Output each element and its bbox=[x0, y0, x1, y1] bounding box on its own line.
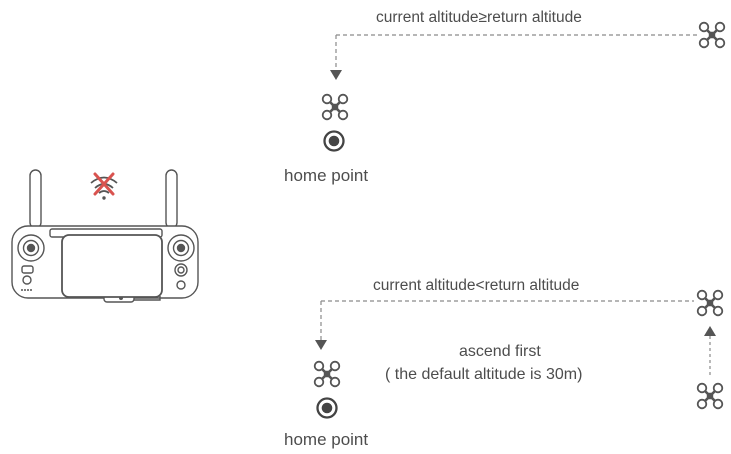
home-point-label: home point bbox=[284, 430, 369, 449]
drone-icon bbox=[313, 360, 341, 388]
signal-lost-icon bbox=[90, 172, 118, 200]
drone-icon bbox=[696, 382, 724, 410]
scenario-low-title: current altitude<return altitude bbox=[373, 277, 580, 294]
ascend-arrow bbox=[704, 326, 716, 336]
home-point-label: home point bbox=[284, 166, 369, 185]
home-point-icon bbox=[316, 397, 338, 419]
default-altitude-note: ( the default altitude is 30m) bbox=[385, 366, 583, 383]
controller-leds bbox=[21, 289, 32, 291]
descend-arrow bbox=[330, 70, 342, 80]
home-point-icon bbox=[323, 130, 345, 152]
ascend-note: ascend first bbox=[459, 343, 541, 360]
drone-icon bbox=[698, 21, 726, 49]
remote-controller-icon bbox=[11, 169, 199, 303]
scenario-low-path bbox=[315, 300, 716, 378]
drone-icon bbox=[696, 289, 724, 317]
descend-arrow bbox=[315, 340, 327, 350]
scenario-high-title: current altitude≥return altitude bbox=[376, 9, 582, 26]
drone-icon bbox=[321, 93, 349, 121]
scenario-high-path bbox=[330, 34, 697, 80]
